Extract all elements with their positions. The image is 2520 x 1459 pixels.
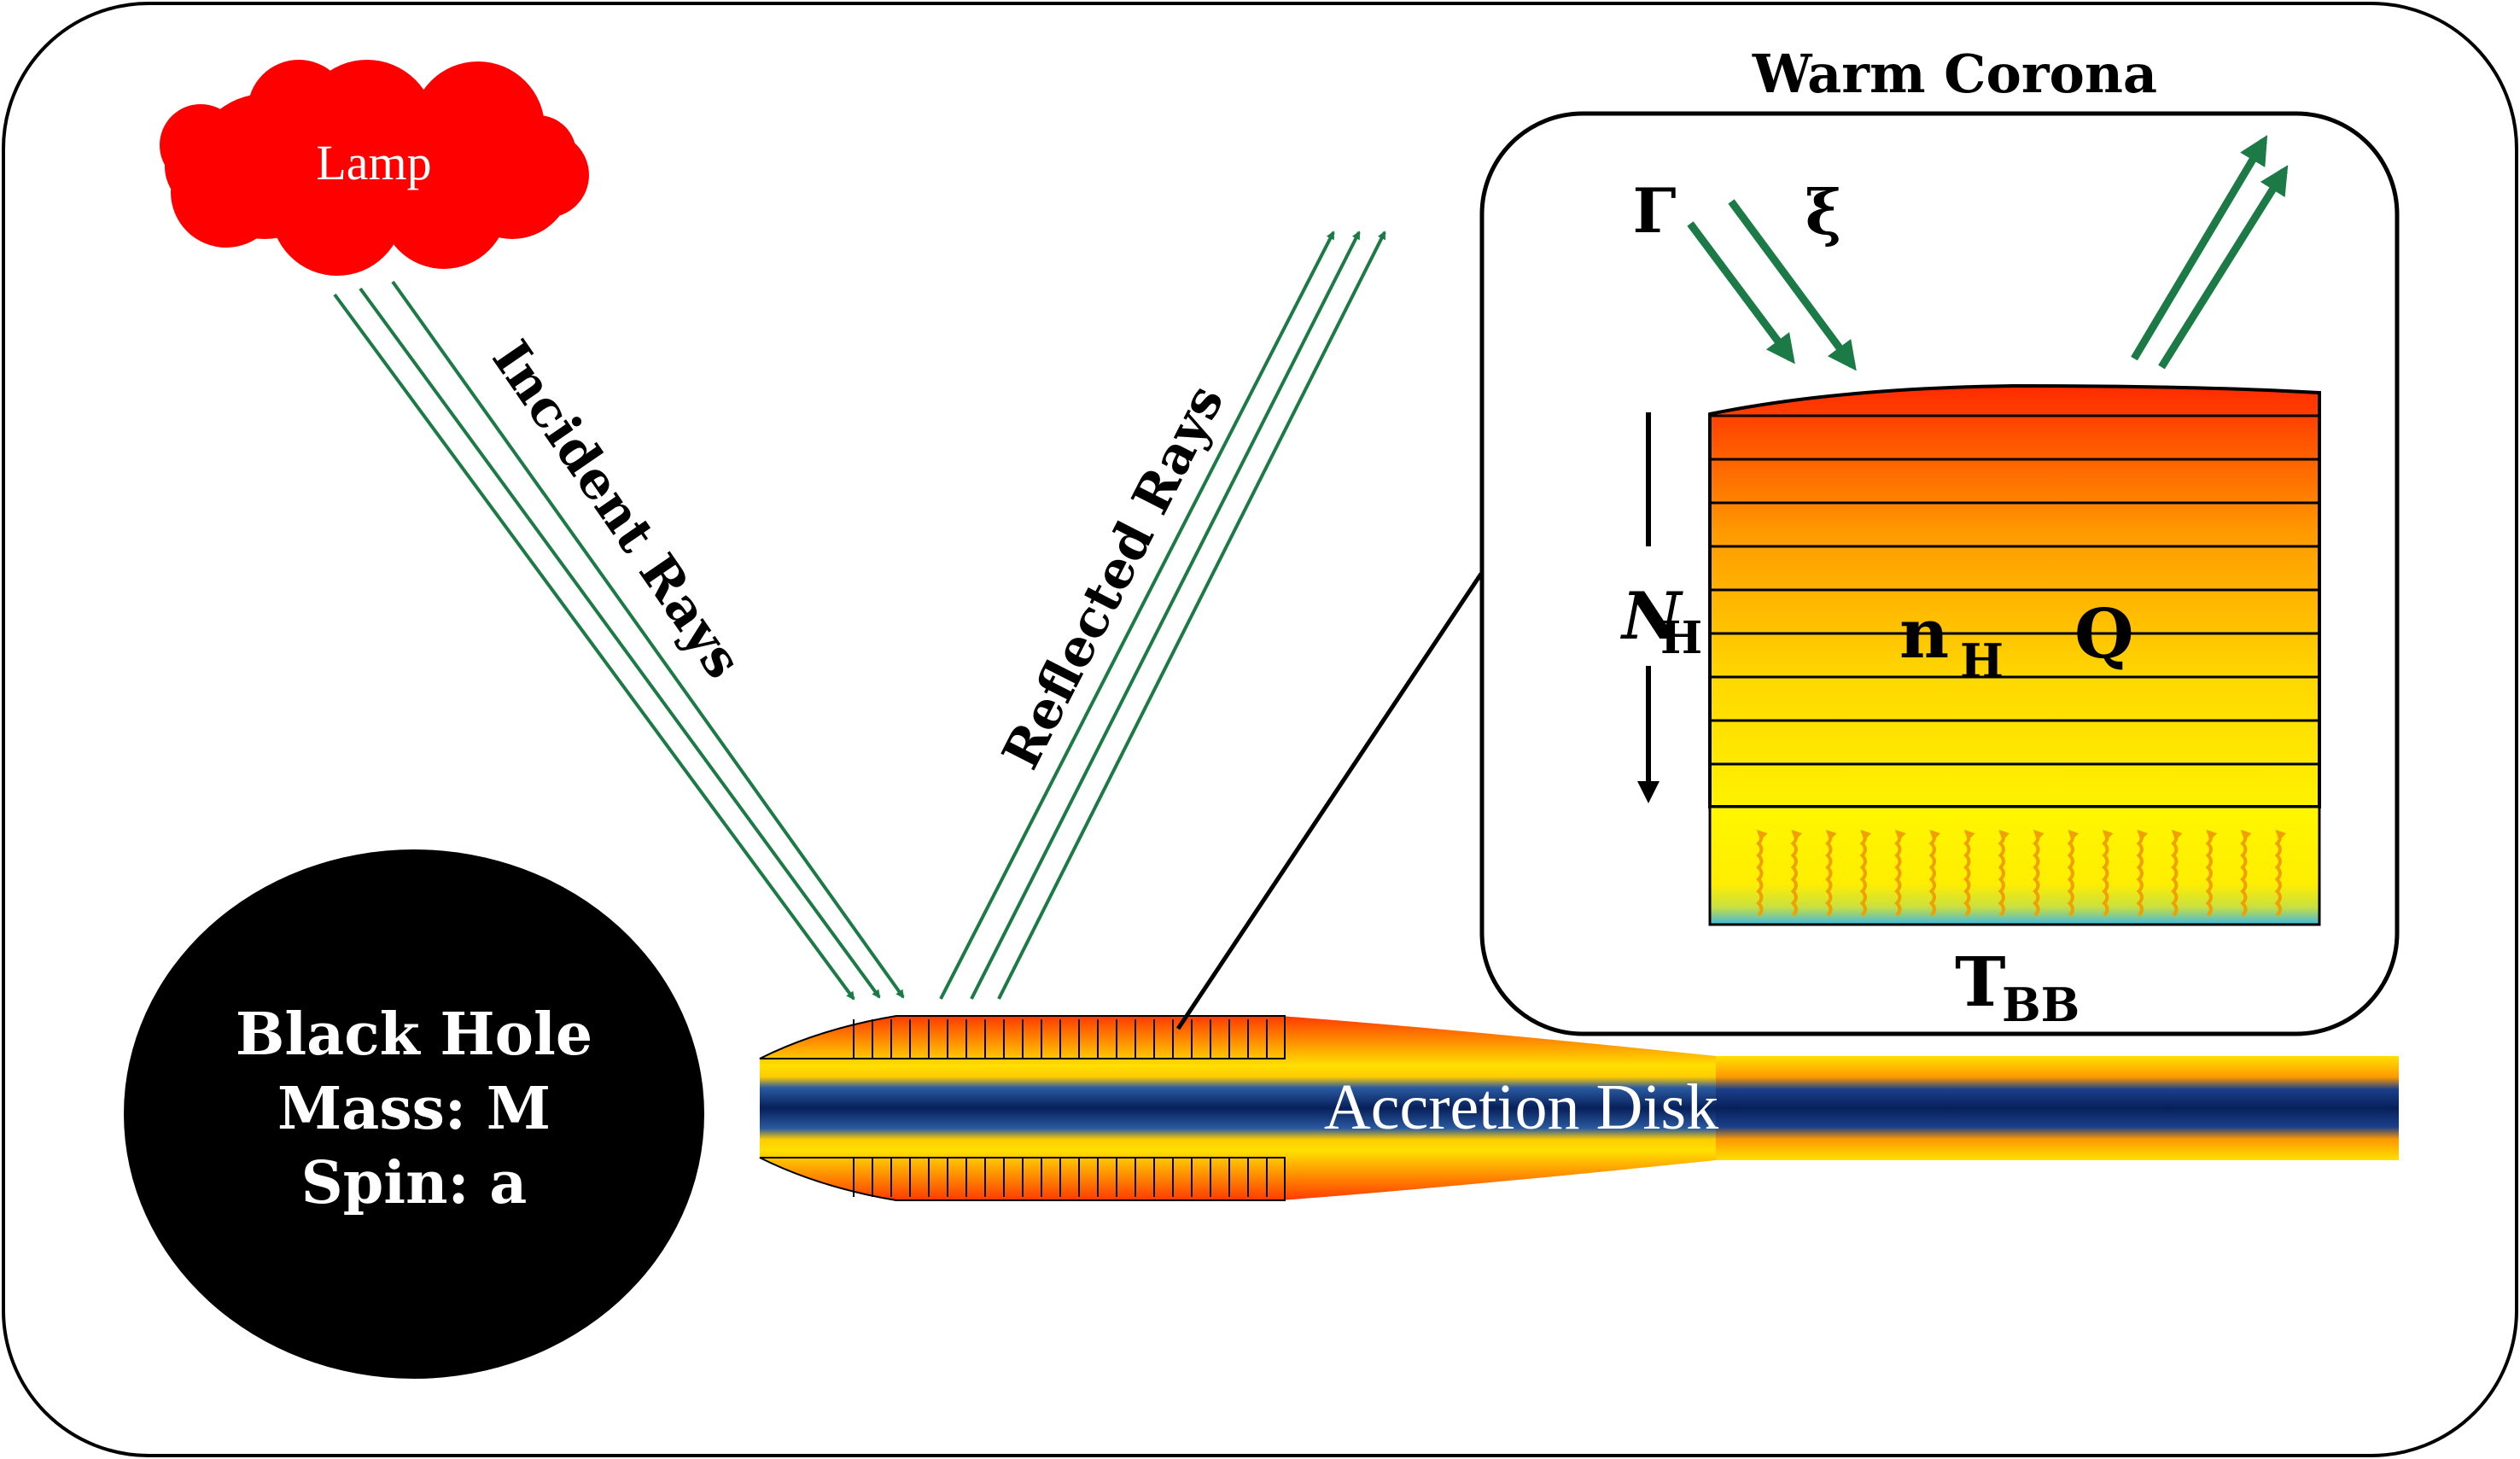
heat-arrow: [2067, 829, 2080, 917]
heat-arrow: [1894, 829, 1906, 917]
heat-arrow: [2171, 829, 2183, 917]
incoming-arrows: [1687, 199, 1857, 371]
corona-layer-lines: [1710, 414, 2319, 766]
column-density-subscript: H: [1660, 612, 1702, 664]
outgoing-arrows: [2131, 135, 2289, 370]
density-subscript: H: [1960, 633, 2004, 688]
disk-slab-ticks: [853, 1019, 1268, 1197]
warm-corona-title: Warm Corona: [1752, 43, 2157, 105]
heat-arrow: [1963, 829, 1975, 917]
heat-arrow: [2102, 829, 2114, 917]
heat-arrow: [2274, 829, 2287, 917]
black-hole-spin: Spin: a: [301, 1149, 528, 1217]
heating-label: Q: [2074, 593, 2134, 674]
zoom-connector: [1175, 572, 1484, 1030]
black-hole-mass: Mass: M: [277, 1075, 551, 1143]
heat-arrow: [1859, 829, 1872, 917]
blackbody-temp-subscript: BB: [2002, 978, 2080, 1032]
density-label: n: [1899, 593, 1949, 674]
blackbody-temp-label: T: [1955, 942, 2006, 1022]
heat-arrow: [2205, 829, 2218, 917]
accretion-disk: Accretion Disk: [759, 1015, 2399, 1201]
incident-rays: [333, 280, 905, 1001]
heat-arrow: [1825, 829, 1837, 917]
accretion-disk-label: Accretion Disk: [1324, 1071, 1718, 1143]
heat-arrow: [2033, 829, 2045, 917]
lamp-cloud: Lamp: [160, 60, 589, 276]
heat-arrows: [1756, 829, 2287, 917]
heat-arrow: [1928, 829, 1941, 917]
column-density-label: N: [1620, 578, 1683, 654]
lamp-label: Lamp: [316, 135, 431, 190]
reflected-rays: [939, 231, 1386, 1000]
warm-corona-panel: Warm Corona Γ ξ N H n H Q T BB: [1479, 43, 2400, 1036]
corona-slab: [1708, 383, 2321, 808]
heat-arrow: [1998, 829, 2010, 917]
xi-label: ξ: [1805, 176, 1842, 248]
black-hole-title: Black Hole: [236, 1001, 592, 1069]
heat-arrow: [1790, 829, 1803, 917]
heat-arrow: [1756, 829, 1768, 917]
heat-arrow: [2136, 829, 2149, 917]
gamma-label: Γ: [1632, 174, 1676, 247]
black-hole: Black Hole Mass: M Spin: a: [124, 849, 704, 1379]
heat-arrow: [2240, 829, 2252, 917]
blackbody-base: [1708, 805, 2321, 926]
